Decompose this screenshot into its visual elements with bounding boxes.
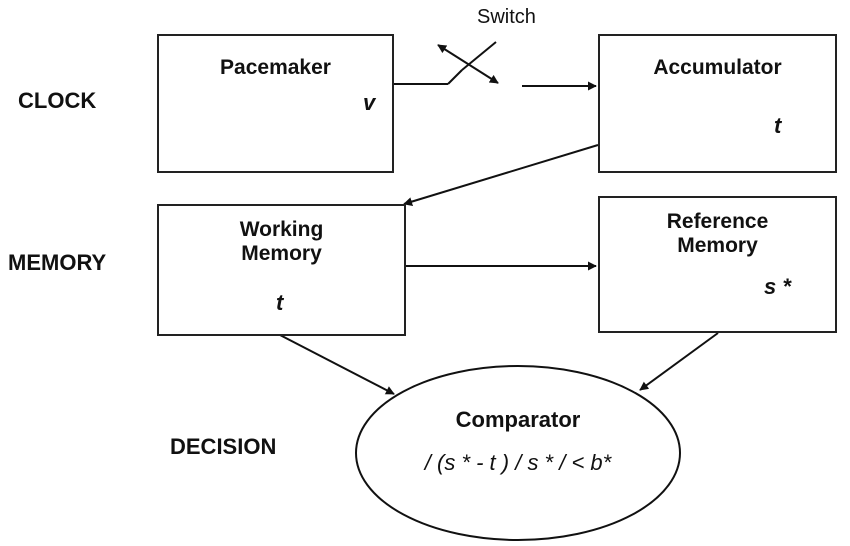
reference-memory-symbol: s * bbox=[764, 274, 791, 299]
working-memory-symbol: t bbox=[276, 290, 284, 315]
working-memory-box: Working Memory t bbox=[157, 204, 406, 336]
switch-label: Switch bbox=[477, 6, 536, 28]
clock-label: CLOCK bbox=[18, 88, 97, 113]
decision-label: DECISION bbox=[170, 434, 277, 459]
reference-memory-title-line1: Reference bbox=[666, 210, 769, 233]
pacemaker-output-rise bbox=[447, 69, 463, 85]
comparator-formula: / (s * - t ) / s * / < b* bbox=[424, 450, 612, 475]
working-memory-title-line2: Memory bbox=[241, 242, 322, 265]
reference-to-comparator-arrow bbox=[639, 332, 719, 391]
accumulator-to-working-memory-arrow bbox=[403, 144, 599, 206]
comparator-title: Comparator bbox=[455, 407, 581, 432]
accumulator-symbol: t bbox=[774, 113, 782, 138]
accumulator-box: Accumulator t bbox=[598, 34, 837, 173]
working-memory-title-line1: Working bbox=[239, 218, 324, 241]
reference-memory-title-line2: Memory bbox=[677, 234, 758, 257]
pacemaker-title: Pacemaker bbox=[220, 56, 331, 79]
switch-lever bbox=[461, 41, 497, 71]
pacemaker-rate-symbol: v bbox=[363, 90, 376, 115]
reference-memory-box: Reference Memory s * bbox=[598, 196, 837, 333]
pacemaker-box: Pacemaker v bbox=[157, 34, 394, 173]
memory-label: MEMORY bbox=[8, 250, 107, 275]
comparator-ellipse bbox=[355, 365, 681, 541]
working-to-comparator-arrow bbox=[279, 334, 395, 395]
accumulator-title: Accumulator bbox=[653, 56, 782, 79]
